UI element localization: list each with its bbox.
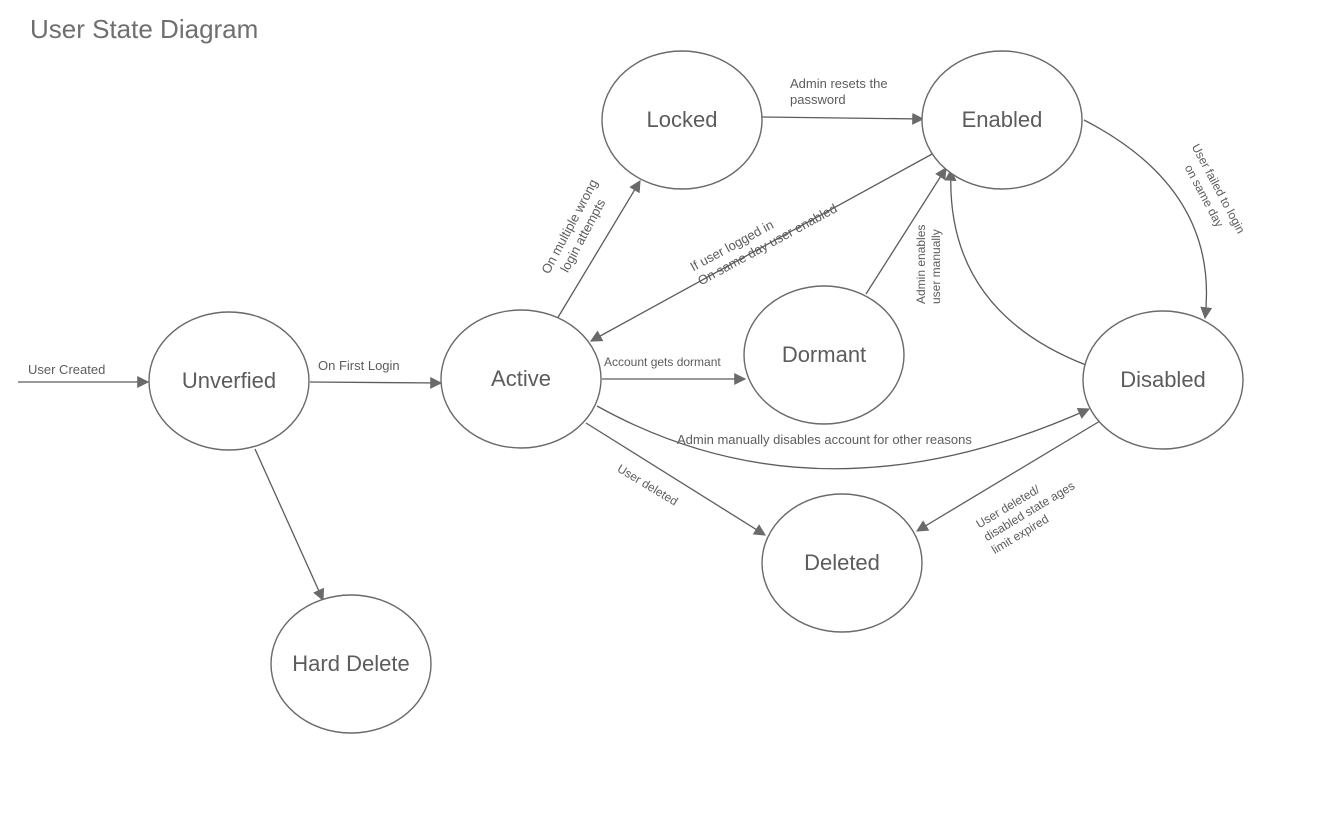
label-admin-resets-line2: password xyxy=(790,92,846,107)
label-user-created: User Created xyxy=(28,362,105,377)
label-user-deleted: User deleted xyxy=(615,461,681,508)
state-label: Unverfied xyxy=(182,368,276,393)
label-admin-enables-line1: Admin enables xyxy=(914,225,928,304)
state-label: Locked xyxy=(647,107,718,132)
state-enabled: Enabled xyxy=(921,50,1083,190)
edge-dormant-enabled xyxy=(865,166,947,295)
state-hard-delete: Hard Delete xyxy=(270,594,432,734)
state-locked: Locked xyxy=(601,50,763,190)
label-logged-in: If user logged in On same day user enabl… xyxy=(688,201,840,289)
edge-enabled-disabled xyxy=(1083,119,1213,320)
label-admin-enables: Admin enables user manually xyxy=(914,225,943,304)
state-label: Deleted xyxy=(804,550,880,575)
edge-locked-enabled xyxy=(761,112,925,125)
label-failed-login: User failed to login on same day xyxy=(1182,141,1248,235)
diagram-title: User State Diagram xyxy=(30,14,259,44)
edge-first-login xyxy=(309,376,443,389)
state-label: Disabled xyxy=(1120,367,1206,392)
state-label: Dormant xyxy=(782,342,866,367)
state-label: Active xyxy=(491,366,551,391)
label-user-deleted-text: User deleted xyxy=(615,461,681,508)
state-disabled: Disabled xyxy=(1082,310,1244,450)
label-admin-enables-line2: user manually xyxy=(929,229,943,304)
edge-disabled-deleted xyxy=(915,420,1101,532)
edges xyxy=(18,112,1213,602)
edge-active-disabled xyxy=(596,405,1091,470)
label-admin-disables: Admin manually disables account for othe… xyxy=(677,432,972,447)
label-account-dormant: Account gets dormant xyxy=(604,355,721,369)
edge-enabled-active xyxy=(589,152,935,342)
state-deleted: Deleted xyxy=(761,493,923,633)
label-expired: User deleted/ disabled state ages limit … xyxy=(974,479,1078,557)
label-wrong-login: On multiple wrong login attempts xyxy=(538,177,608,277)
state-label: Hard Delete xyxy=(292,651,409,676)
state-dormant: Dormant xyxy=(743,285,905,425)
edge-active-locked xyxy=(556,179,641,320)
edge-disabled-enabled xyxy=(944,168,1087,366)
state-unverified: Unverfied xyxy=(148,311,310,451)
state-label: Enabled xyxy=(962,107,1043,132)
edge-unverified-hard-delete xyxy=(254,448,325,602)
label-admin-resets-line1: Admin resets the xyxy=(790,76,888,91)
edge-active-deleted xyxy=(585,422,767,536)
state-active: Active xyxy=(440,309,602,449)
label-first-login: On First Login xyxy=(318,358,400,373)
